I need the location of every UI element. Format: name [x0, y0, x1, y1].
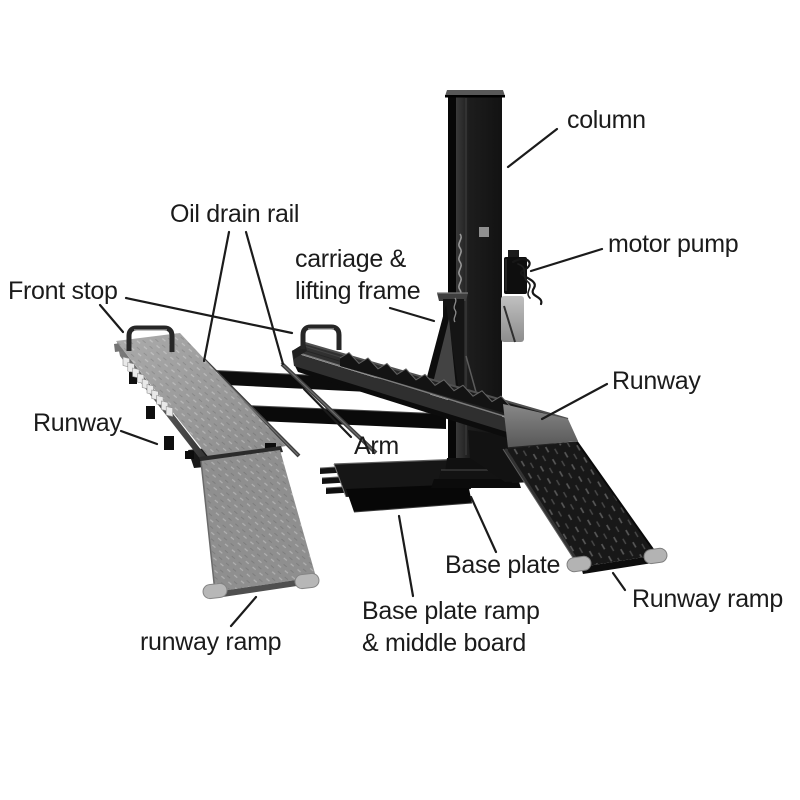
leader-oil-drain-rail — [244, 230, 285, 366]
leader-base-plate — [469, 495, 498, 554]
leader-runway-left — [119, 429, 159, 446]
ramp-foot — [294, 572, 320, 590]
leader-lines — [98, 127, 627, 628]
front-stop-right — [300, 324, 342, 350]
leader-base-plate-ramp-middle-board — [397, 514, 415, 598]
runway-ramp-hinge — [503, 404, 578, 448]
leader-runway-ramp-right — [611, 571, 627, 592]
leader-front-stop — [98, 303, 125, 334]
column-window — [479, 227, 489, 237]
pump-wires — [511, 257, 543, 306]
leader-column — [506, 127, 559, 169]
leader-front-stop — [124, 296, 294, 335]
oil-drain-rail-2 — [280, 362, 378, 455]
oil-tank — [501, 296, 524, 342]
leader-oil-drain-rail — [202, 230, 231, 363]
left-runway — [114, 325, 286, 474]
safety-chain — [458, 233, 462, 303]
leader-motor-pump — [529, 247, 604, 273]
leader-arm — [302, 387, 353, 439]
left-runway-ramp — [199, 446, 320, 600]
ramp-foot — [202, 582, 228, 600]
ramp-foot — [566, 555, 592, 573]
right-runway — [291, 324, 569, 452]
runway-rack-teeth — [122, 356, 173, 417]
right-runway-ramp — [502, 441, 668, 574]
leader-runway-ramp-left — [229, 595, 258, 628]
leader-carriage-lifting-frame — [388, 306, 436, 323]
base-plate-part — [319, 458, 473, 513]
runway-lock-rack — [340, 352, 511, 415]
leader-runway-right — [540, 382, 609, 421]
ramp-foot — [643, 547, 668, 565]
motor-pump-part — [501, 250, 543, 343]
front-stop-left — [126, 325, 175, 352]
carriage-lifting-frame-part — [423, 292, 477, 393]
